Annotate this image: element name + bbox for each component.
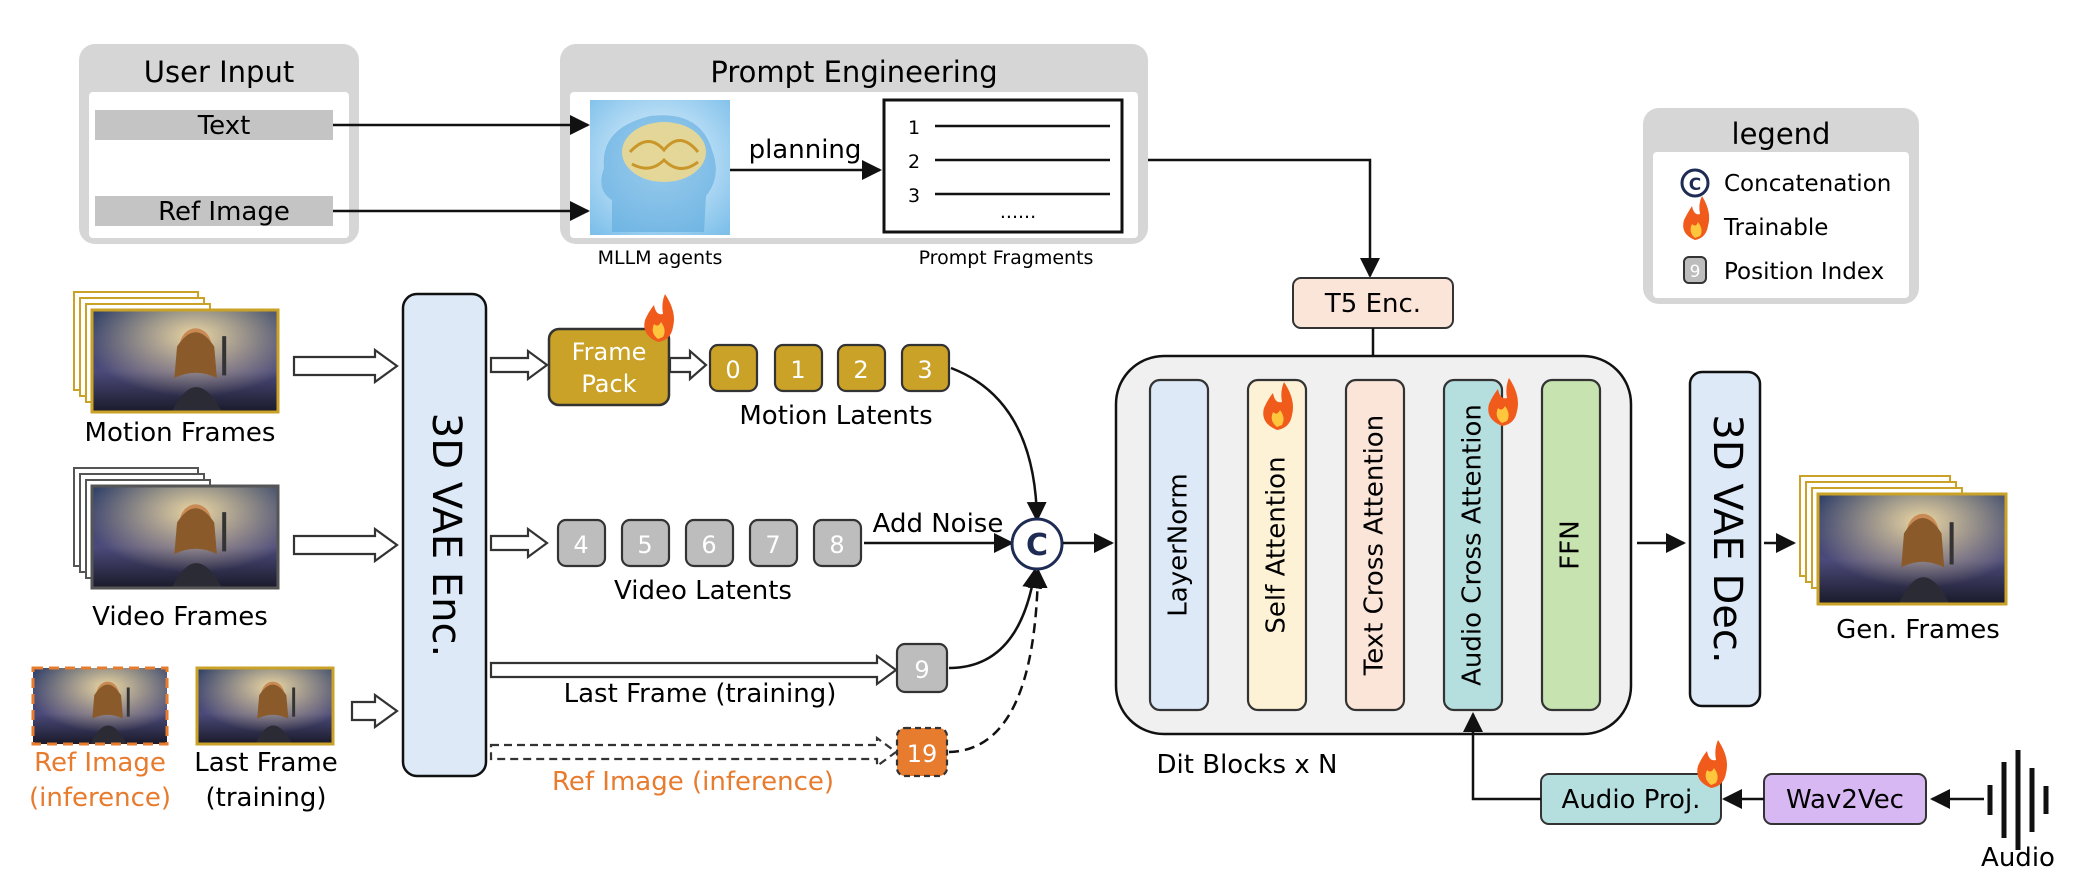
audio-label: Audio	[1981, 843, 2055, 873]
input-hollow-arrows	[292, 347, 399, 730]
planning-label: planning	[749, 135, 862, 165]
brain-icon	[590, 100, 730, 235]
motion-latent-3: 3	[917, 356, 932, 384]
video-latent-7: 7	[765, 531, 780, 559]
video-latent-5: 5	[637, 531, 652, 559]
self-attention-block	[1246, 378, 1308, 712]
last-frame-latent-index: 9	[914, 656, 929, 684]
vae-encoder-block	[401, 292, 488, 778]
text-input-bar	[95, 110, 333, 140]
prompt-engineering-panel: Prompt Engineering MLLM agents planning …	[560, 44, 1148, 269]
dit-blocks-caption: Dit Blocks x N	[1157, 750, 1338, 780]
text-cross-attention-label: Text Cross Attention	[1360, 415, 1390, 676]
frame-pack-label-line2: Pack	[581, 370, 636, 398]
self-attention-label: Self Attention	[1262, 456, 1292, 633]
vae-encoder-label: 3D VAE Enc.	[423, 413, 469, 657]
audio-proj-to-audio-attention-arrow	[1463, 712, 1541, 801]
wav2vec-label: Wav2Vec	[1786, 785, 1904, 815]
fragment-number-2: 2	[908, 151, 920, 173]
video-frames-stack	[73, 467, 280, 590]
user-input-title: User Input	[144, 55, 294, 89]
motion-latents: 0 1 2 3	[708, 343, 951, 393]
last-frame-to-concat-arrow	[948, 568, 1043, 670]
legend-concatenation-label: Concatenation	[1724, 171, 1891, 197]
prompt-fragments-list: 1 2 3 ......	[882, 98, 1124, 234]
last-frame-latent	[895, 642, 949, 694]
ffn-label: FFN	[1556, 520, 1586, 569]
gen-frames-label: Gen. Frames	[1836, 615, 2000, 645]
motion-latent-0: 0	[725, 356, 740, 384]
ref-image-latent-index: 19	[907, 740, 938, 768]
motion-latent-2: 2	[853, 356, 868, 384]
prompt-fragments-caption: Prompt Fragments	[919, 247, 1094, 269]
video-latent-4: 4	[573, 531, 588, 559]
prompt-engineering-title: Prompt Engineering	[710, 55, 997, 89]
legend-title: legend	[1732, 117, 1831, 151]
last-frame-caption: Last Frame (training)	[564, 679, 837, 709]
position-index-icon	[1683, 256, 1707, 284]
vae-decoder-label: 3D VAE Dec.	[1704, 414, 1750, 663]
last-frame-training-thumbnail	[195, 666, 335, 746]
motion-to-concat-arrow	[950, 366, 1047, 522]
audio-waveform-icon	[1987, 750, 2049, 850]
vae-decoder-block	[1688, 370, 1762, 708]
audio-cross-attention-label: Audio Cross Attention	[1458, 404, 1488, 686]
motion-latents-caption: Motion Latents	[739, 401, 932, 431]
legend-panel: legend C Concatenation Trainable 9 Posit…	[1643, 108, 1919, 304]
frame-pack-flame-icon	[644, 294, 674, 342]
ref-image-inference-thumbnail	[31, 666, 169, 746]
last-frame-training-label: Last Frame	[194, 748, 337, 778]
layernorm-label: LayerNorm	[1164, 473, 1194, 616]
audio-proj-flame-icon	[1697, 740, 1727, 788]
ref-image-input-label: Ref Image	[158, 197, 290, 227]
ffn-block	[1540, 378, 1602, 712]
last-frame-training-sublabel: (training)	[205, 783, 326, 813]
legend-position-symbol: 9	[1690, 262, 1701, 282]
motion-latent-1: 1	[790, 356, 805, 384]
add-noise-label: Add Noise	[873, 509, 1004, 539]
ref-image-caption: Ref Image (inference)	[552, 767, 834, 797]
ref-image-to-concat-arrow	[948, 568, 1048, 754]
audio-cross-attention-flame-icon	[1488, 378, 1518, 426]
ref-image-latent	[895, 726, 949, 778]
t5-encoder-label: T5 Enc.	[1324, 289, 1421, 319]
generated-frames-stack	[1799, 475, 2008, 606]
motion-frames-label: Motion Frames	[85, 418, 276, 448]
frame-pack-output-arrow	[668, 348, 708, 382]
mllm-agents-caption: MLLM agents	[598, 247, 723, 269]
legend-position-label: Position Index	[1724, 259, 1884, 285]
fragment-number-3: 3	[908, 185, 920, 207]
audio-cross-attention-block	[1442, 378, 1504, 712]
user-input-panel: User Input Text Ref Image	[79, 44, 359, 244]
text-input-label: Text	[197, 111, 251, 141]
concatenation-node-symbol: C	[1026, 528, 1048, 563]
text-cross-attention-block	[1344, 378, 1406, 712]
ref-image-inference-sublabel: (inference)	[29, 783, 171, 813]
concatenation-icon	[1680, 168, 1710, 198]
legend-concat-symbol: C	[1689, 175, 1701, 195]
audio-proj-label: Audio Proj.	[1562, 785, 1701, 815]
concatenation-node	[1010, 517, 1064, 571]
ref-image-inference-label: Ref Image	[34, 748, 166, 778]
self-attention-flame-icon	[1263, 382, 1293, 430]
encoder-output-arrows	[489, 348, 898, 769]
fragment-number-1: 1	[908, 117, 920, 139]
video-latents: 4 5 6 7 8	[556, 518, 863, 568]
prompt-to-t5-arrow	[1148, 158, 1380, 278]
layernorm-block	[1148, 378, 1210, 712]
motion-frames-stack	[73, 291, 280, 414]
frame-pack-label-line1: Frame	[572, 338, 647, 366]
video-frames-label: Video Frames	[92, 602, 268, 632]
legend-trainable-label: Trainable	[1723, 215, 1828, 241]
ref-image-input-bar	[95, 196, 333, 226]
video-latent-6: 6	[701, 531, 716, 559]
video-latents-caption: Video Latents	[614, 576, 792, 606]
video-latent-8: 8	[829, 531, 844, 559]
fragment-ellipsis: ......	[1000, 201, 1036, 223]
flame-icon	[1683, 196, 1710, 240]
